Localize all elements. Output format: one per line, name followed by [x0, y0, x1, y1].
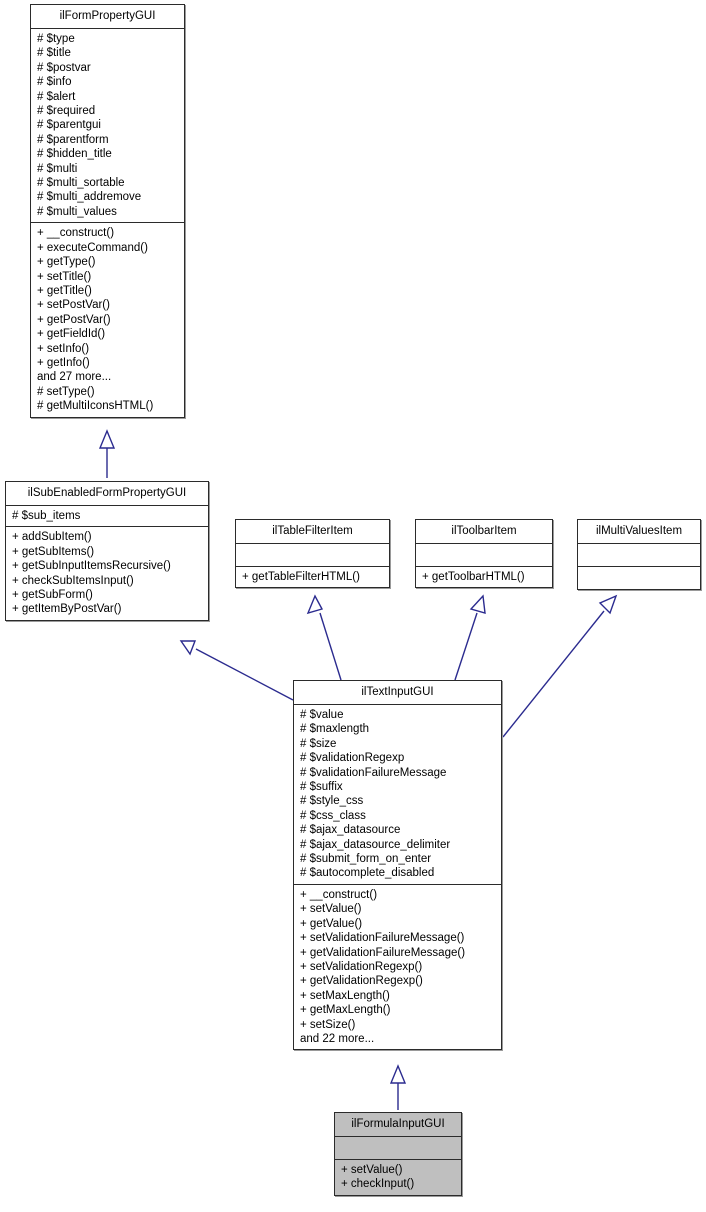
attributes-compartment: # $value # $maxlength # $size # $validat… [294, 705, 501, 885]
attribute: # $alert [37, 90, 76, 103]
class-name-iltoolbaritem: ilToolbarItem [416, 520, 552, 544]
method: + __construct() [37, 227, 115, 240]
methods-compartment: + getTableFilterHTML() [236, 567, 389, 588]
method: + setValue() [300, 903, 362, 916]
attribute: # $submit_form_on_enter [300, 853, 432, 866]
attributes-compartment [335, 1137, 461, 1160]
attribute: # $validationFailureMessage [300, 766, 447, 779]
attributes-compartment [416, 544, 552, 567]
attributes-compartment: # $type # $title # $postvar # $info # $a… [31, 29, 184, 224]
attributes-compartment: # $sub_items [6, 506, 208, 528]
method: + getTableFilterHTML() [242, 571, 360, 583]
method: + checkSubItemsInput() [12, 574, 134, 587]
attribute: # $required [37, 105, 96, 118]
attribute: # $multi_values [37, 205, 117, 218]
methods-compartment [578, 567, 700, 589]
class-box-ilsubenabledformpropertygui[interactable]: ilSubEnabledFormPropertyGUI # $sub_items… [5, 481, 209, 621]
attribute: # $multi_sortable [37, 177, 125, 190]
class-box-iltoolbaritem[interactable]: ilToolbarItem + getToolbarHTML() [415, 519, 553, 589]
method: + getSubInputItemsRecursive() [12, 560, 171, 573]
methods-compartment: + __construct() + setValue() + getValue(… [294, 884, 501, 1050]
class-name-iltablefilteritem: ilTableFilterItem [236, 520, 389, 544]
method: + setMaxLength() [300, 989, 390, 1002]
attribute: # $hidden_title [37, 148, 112, 161]
method: + getValidationFailureMessage() [300, 946, 466, 959]
edge-iltextinput-to-iltablefilteritem [306, 594, 342, 681]
attribute: # $sub_items [12, 510, 81, 522]
method: + setTitle() [37, 270, 92, 283]
class-box-iltextinputgui[interactable]: ilTextInputGUI # $value # $maxlength # $… [293, 680, 502, 1051]
class-box-ilmultivaluesitem[interactable]: ilMultiValuesItem [577, 519, 701, 590]
attribute: # $info [37, 76, 72, 89]
method: + getValue() [300, 917, 363, 930]
attribute: # $multi_addremove [37, 191, 142, 204]
method: + setValue() [341, 1164, 403, 1176]
method: + executeCommand() [37, 241, 148, 254]
class-name-ilsubenabledformpropertygui: ilSubEnabledFormPropertyGUI [6, 482, 208, 506]
method: + getToolbarHTML() [422, 571, 525, 583]
edge-ilformulainput-to-iltextinput [389, 1064, 407, 1110]
more-members-note: and 27 more... [37, 371, 112, 384]
method: + getInfo() [37, 356, 90, 369]
method: + getType() [37, 256, 96, 269]
method: + getItemByPostVar() [12, 603, 122, 616]
class-box-iltablefilteritem[interactable]: ilTableFilterItem + getTableFilterHTML() [235, 519, 390, 589]
attribute: # $parentgui [37, 119, 101, 132]
attributes-compartment [578, 544, 700, 567]
method: + setPostVar() [37, 299, 110, 312]
attribute: # $autocomplete_disabled [300, 867, 435, 880]
methods-compartment: + __construct() + executeCommand() + get… [31, 223, 184, 417]
edge-ilsubenabled-to-ilformproperty [98, 429, 116, 478]
attribute: # $css_class [300, 809, 366, 822]
more-members-note: and 22 more... [300, 1032, 375, 1045]
edge-iltextinput-to-ilmultivaluesitem [502, 594, 618, 738]
attribute: # $parentform [37, 133, 109, 146]
attribute: # $style_css [300, 795, 364, 808]
method: + getTitle() [37, 284, 92, 297]
method: + setValidationFailureMessage() [300, 932, 465, 945]
method: + setInfo() [37, 342, 90, 355]
methods-compartment: + setValue() + checkInput() [335, 1160, 461, 1195]
class-name-ilformulainputgui: ilFormulaInputGUI [335, 1113, 461, 1137]
attribute: # $value [300, 709, 344, 721]
edge-iltextinput-to-iltoolbaritem [454, 594, 486, 681]
attribute: # $suffix [300, 781, 343, 794]
method: # setType() [37, 385, 95, 398]
class-name-iltextinputgui: ilTextInputGUI [294, 681, 501, 705]
method: + getSubItems() [12, 545, 95, 558]
class-box-ilformpropertygui[interactable]: ilFormPropertyGUI # $type # $title # $po… [30, 4, 185, 418]
method: + getMaxLength() [300, 1004, 391, 1017]
attribute: # $ajax_datasource [300, 824, 401, 837]
method: + setSize() [300, 1018, 356, 1031]
methods-compartment: + getToolbarHTML() [416, 567, 552, 588]
method: + setValidationRegexp() [300, 960, 423, 973]
method: + addSubItem() [12, 531, 92, 544]
attribute: # $type [37, 33, 75, 45]
method: # getMultiIconsHTML() [37, 400, 154, 413]
attribute: # $validationRegexp [300, 752, 405, 765]
methods-compartment: + addSubItem() + getSubItems() + getSubI… [6, 527, 208, 620]
attribute: # $postvar [37, 61, 91, 74]
method: + getFieldId() [37, 328, 106, 341]
method: + getValidationRegexp() [300, 975, 423, 988]
attributes-compartment [236, 544, 389, 567]
method: + checkInput() [341, 1178, 415, 1191]
attribute: # $ajax_datasource_delimiter [300, 838, 451, 851]
attribute: # $multi [37, 162, 78, 175]
edge-iltextinput-to-ilsubenabled [179, 640, 294, 701]
class-name-ilmultivaluesitem: ilMultiValuesItem [578, 520, 700, 544]
attribute: # $title [37, 47, 71, 60]
method: + getPostVar() [37, 313, 111, 326]
class-box-ilformulainputgui[interactable]: ilFormulaInputGUI + setValue() + checkIn… [334, 1112, 462, 1196]
attribute: # $maxlength [300, 723, 370, 736]
class-name-ilformpropertygui: ilFormPropertyGUI [31, 5, 184, 29]
attribute: # $size [300, 737, 337, 750]
method: + getSubForm() [12, 589, 93, 602]
method: + __construct() [300, 888, 378, 901]
